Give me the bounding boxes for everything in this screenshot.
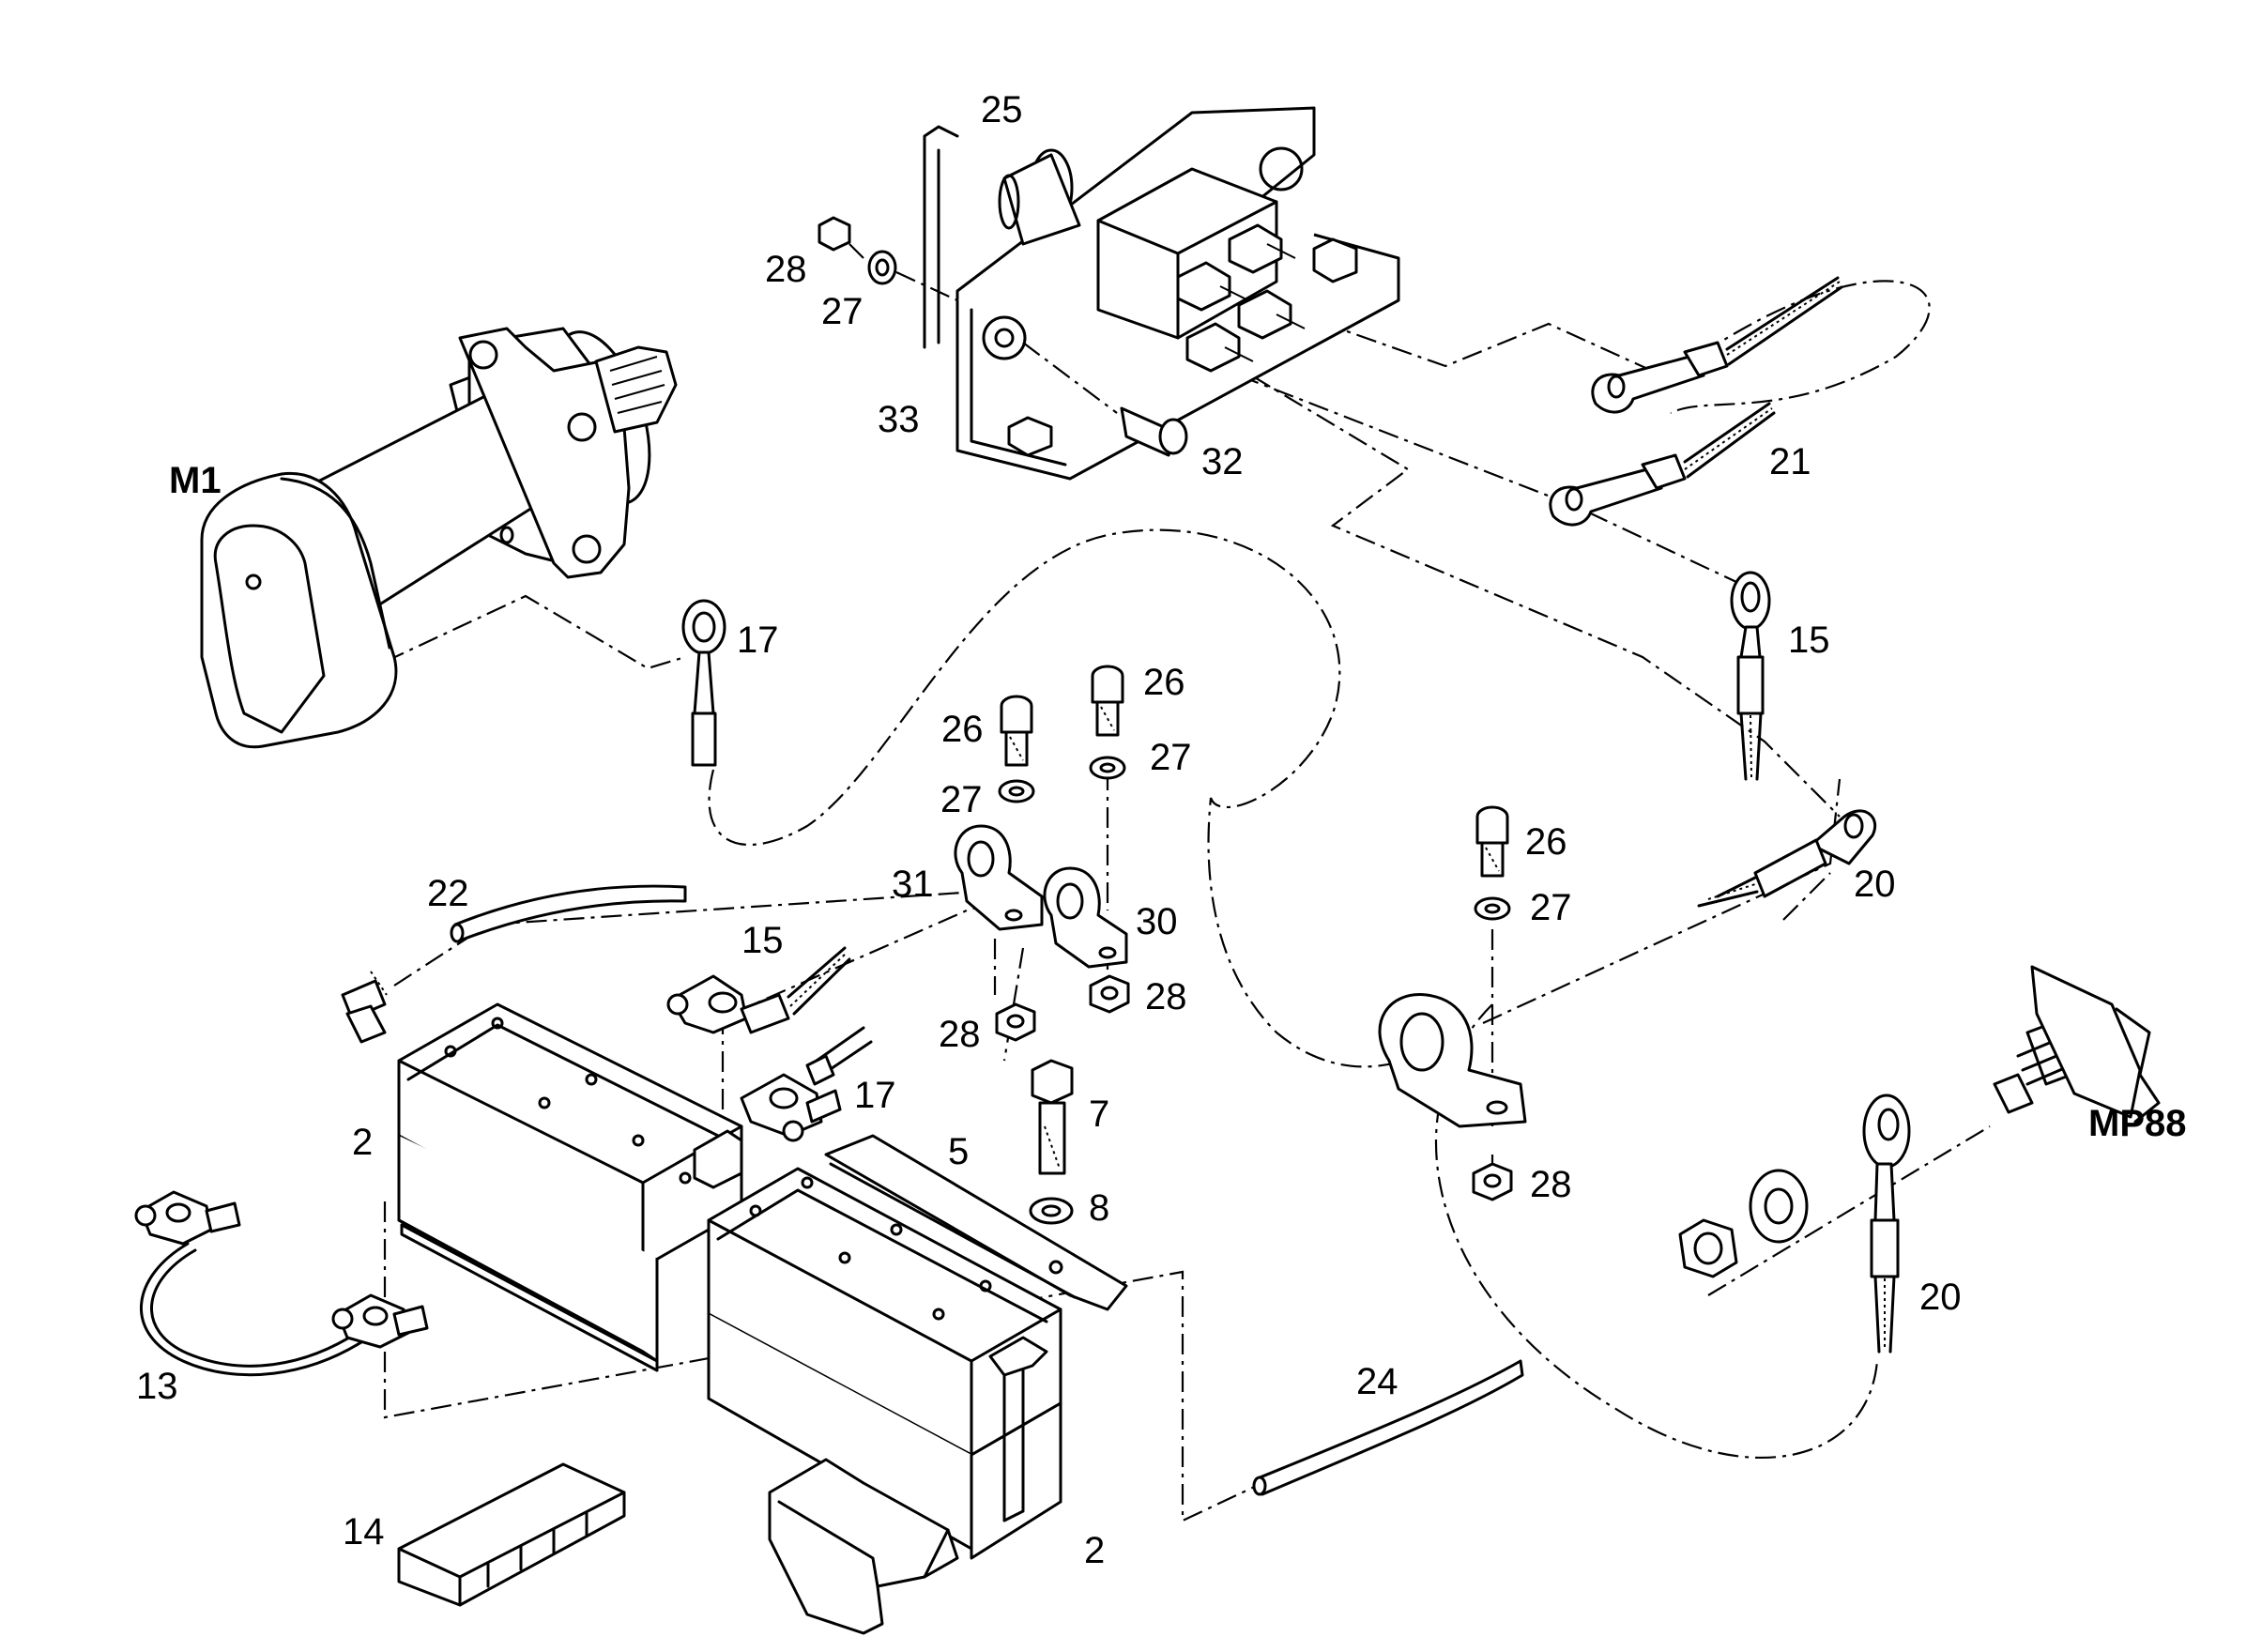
label-32: 32 <box>1201 441 1244 482</box>
label-27-top: 27 <box>821 291 864 332</box>
cable-15-left <box>666 946 851 1034</box>
label-20-upper: 20 <box>1854 864 1896 905</box>
label-2-right: 2 <box>1084 1530 1105 1571</box>
label-28-a: 28 <box>939 1014 981 1055</box>
label-20-lower: 20 <box>1919 1277 1962 1318</box>
label-14: 14 <box>343 1511 385 1553</box>
label-7: 7 <box>1089 1094 1109 1135</box>
label-26-b: 26 <box>1143 662 1185 703</box>
label-m1: M1 <box>169 460 222 501</box>
cable-17-upper <box>681 599 726 767</box>
label-28-top: 28 <box>765 249 807 290</box>
part-labels: M1 MP88 25 28 27 33 32 21 17 15 26 26 27… <box>136 89 2187 1571</box>
label-17-upper: 17 <box>737 620 779 661</box>
starter-motor <box>200 327 678 749</box>
vent-elbow <box>341 971 388 1044</box>
relay-assembly <box>923 106 1400 481</box>
label-2-left: 2 <box>352 1122 373 1163</box>
label-26-a: 26 <box>941 709 984 750</box>
label-28-b: 28 <box>1145 976 1187 1017</box>
label-31: 31 <box>892 864 934 905</box>
battery-right <box>707 1134 1128 1635</box>
cable-20-lower <box>1862 1094 1911 1354</box>
label-28-c: 28 <box>1530 1164 1572 1205</box>
label-mp88: MP88 <box>2088 1103 2187 1144</box>
label-33: 33 <box>878 399 920 440</box>
label-27-c: 27 <box>1530 887 1572 928</box>
battery-left <box>397 1002 743 1372</box>
cable-20-upper <box>1697 809 1877 908</box>
cable-13 <box>134 1190 429 1377</box>
clamp-right <box>1378 805 1527 1201</box>
label-17-lower: 17 <box>854 1075 896 1116</box>
label-22: 22 <box>427 873 469 914</box>
cable-15-right <box>1730 571 1771 781</box>
bolt-7 <box>1029 1059 1074 1225</box>
cable-17-lower <box>740 1026 873 1142</box>
cable-21 <box>1549 276 1843 527</box>
label-27-a: 27 <box>940 779 983 820</box>
label-25: 25 <box>981 89 1023 130</box>
label-21: 21 <box>1769 441 1811 482</box>
ground-hardware <box>1678 965 2161 1278</box>
relay-hardware <box>818 216 1188 457</box>
label-8: 8 <box>1089 1187 1109 1229</box>
label-5: 5 <box>948 1131 969 1172</box>
label-13: 13 <box>136 1366 178 1407</box>
label-26-c: 26 <box>1525 821 1567 863</box>
label-30: 30 <box>1136 901 1178 942</box>
hose-24 <box>1252 1359 1524 1496</box>
label-15-left: 15 <box>741 920 784 961</box>
terminal-cover-14 <box>397 1462 626 1607</box>
label-24: 24 <box>1356 1361 1398 1402</box>
label-15-right: 15 <box>1788 620 1830 661</box>
hose-22 <box>450 884 687 943</box>
clamp-hardware <box>954 665 1130 1042</box>
label-27-b: 27 <box>1150 737 1192 778</box>
